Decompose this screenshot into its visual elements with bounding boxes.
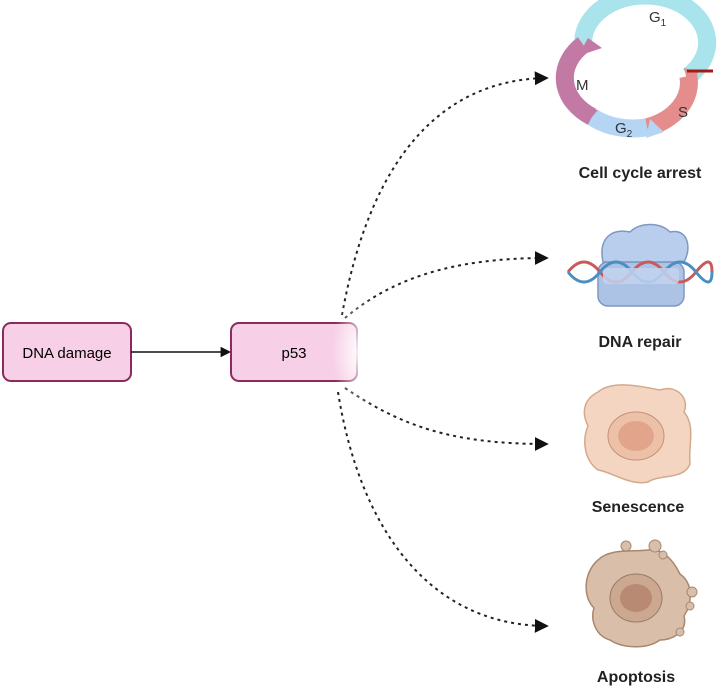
s-label: S: [678, 104, 688, 121]
arrow-to-cell-cycle-arrest: [341, 71, 549, 316]
dna-damage-label: DNA damage: [22, 345, 111, 362]
g2-label: G2: [615, 120, 633, 140]
dna-repair-icon: [566, 223, 714, 307]
g1-phase-arc: [574, 0, 717, 84]
g2-phase-arc: [587, 109, 649, 138]
dna-repair-label: DNA repair: [599, 334, 682, 351]
cell-cycle-arrest-label: Cell cycle arrest: [579, 165, 702, 182]
m-label: M: [576, 77, 589, 94]
senescence-label: Senescence: [592, 499, 685, 516]
dna-damage-node[interactable]: DNA damage: [2, 322, 132, 382]
arrow-to-apoptosis: [337, 391, 549, 633]
g1-label: G1: [649, 9, 667, 29]
apoptosis-label: Apoptosis: [597, 669, 675, 686]
p53-label: p53: [281, 345, 306, 362]
arrow-origin-fade: [332, 292, 388, 412]
cell-cycle-icon: G1 S G2 M: [555, 0, 717, 140]
senescence-cell-icon: [583, 384, 692, 484]
m-phase-arc: [555, 37, 597, 125]
apoptosis-cell-icon: [585, 539, 698, 648]
